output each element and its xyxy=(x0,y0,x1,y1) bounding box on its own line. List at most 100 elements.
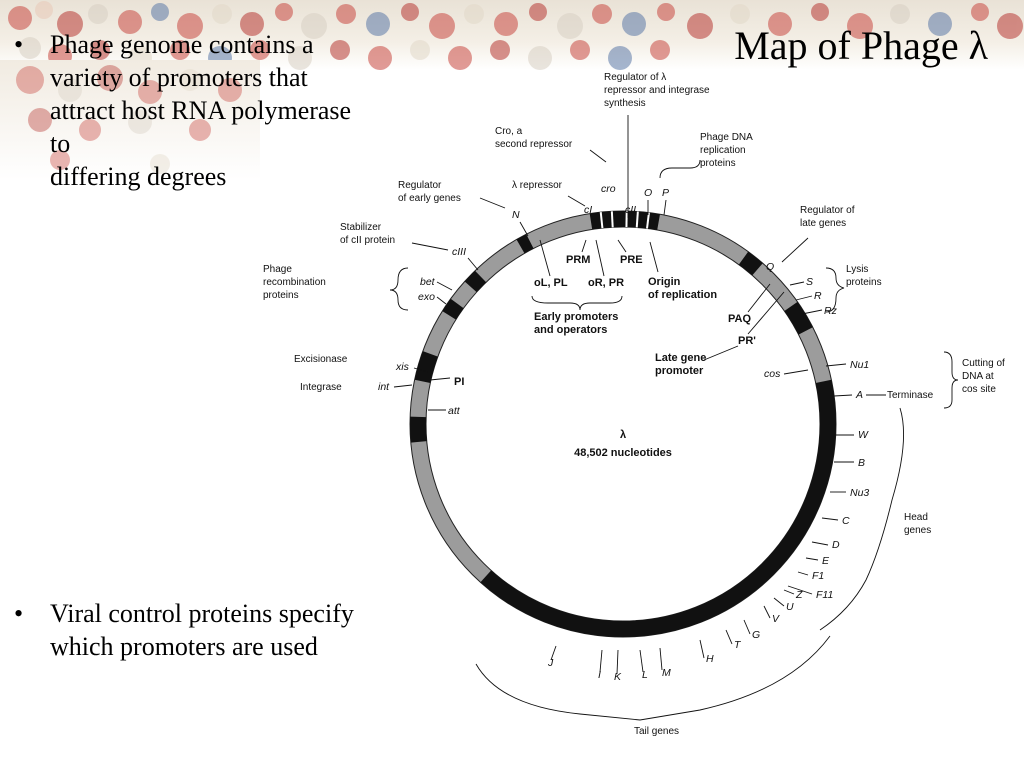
gene-R: R xyxy=(814,290,822,302)
gene-att: att xyxy=(448,405,461,417)
ring-segment-6 xyxy=(410,416,427,443)
slide-title: Map of Phage λ xyxy=(734,23,988,68)
ring-segment-3 xyxy=(480,379,836,637)
gene-cos: cos xyxy=(764,368,781,380)
gene-F11: F11 xyxy=(816,589,833,601)
gene-bet: bet xyxy=(420,276,436,288)
leader-U xyxy=(773,597,785,607)
promoter-PAQ: PAQ xyxy=(728,313,751,325)
gene-Q: Q xyxy=(766,261,774,273)
gene-K: K xyxy=(614,671,622,683)
leader-oRPR xyxy=(595,239,605,277)
bullet-point: • Phage genome contains a variety of pro… xyxy=(14,28,454,193)
molecule-pattern-corner xyxy=(16,65,242,174)
leader-H xyxy=(699,639,705,659)
brace-early-promoters xyxy=(531,295,623,311)
brace-head-genes xyxy=(819,407,904,631)
gene-exo: exo xyxy=(418,291,435,303)
brace-tail-genes xyxy=(475,635,831,721)
gene-B: B xyxy=(858,457,865,469)
leader-cIII xyxy=(467,257,479,271)
genome-ring xyxy=(409,210,837,638)
gene-cro: cro xyxy=(601,183,616,195)
leader-M xyxy=(659,647,663,671)
label-excisionase: Excisionase xyxy=(294,354,348,365)
leader-PAQ xyxy=(747,283,771,313)
brace-lysis xyxy=(825,267,845,313)
ring-segment-8 xyxy=(516,234,534,254)
ring-segment-4 xyxy=(442,298,464,320)
gene-V: V xyxy=(772,613,780,625)
promoter-PRM: PRM xyxy=(566,254,590,266)
leader-regulator-late xyxy=(781,237,809,263)
leader-F11 xyxy=(787,585,813,595)
gene-I: I xyxy=(598,669,601,681)
gene-Rz: Rz xyxy=(824,305,838,317)
gene-W: W xyxy=(858,429,869,441)
gene-N: N xyxy=(512,209,520,221)
leader-V xyxy=(763,605,771,619)
gene-Nu3: Nu3 xyxy=(850,487,869,499)
leader-oLPL xyxy=(539,239,551,277)
leader-cro xyxy=(589,149,607,163)
promoter-oL-PL: oL, PL xyxy=(534,277,568,289)
leader-cI xyxy=(567,195,586,207)
leader-stabilizer xyxy=(411,242,449,251)
bullet-point: • Viral control proteins specify which p… xyxy=(14,597,454,663)
leader-A xyxy=(833,394,853,397)
gene-A: A xyxy=(855,389,863,401)
decorative-corner xyxy=(0,60,260,180)
gene-S: S xyxy=(806,276,813,288)
promoter-PI: PI xyxy=(454,376,464,388)
leader-F1 xyxy=(797,571,809,576)
gene-L: L xyxy=(642,669,648,681)
gene-Z: Z xyxy=(795,589,803,601)
bullet-text: Phage genome contains a variety of promo… xyxy=(50,30,352,191)
ring-segment-2 xyxy=(784,301,813,335)
molecule-pattern xyxy=(8,1,1023,70)
brace-replication xyxy=(659,159,701,179)
label-terminase: Terminase xyxy=(887,390,934,401)
bullet-marker: • xyxy=(14,599,24,628)
leader-regulator-early xyxy=(479,197,506,209)
leader-I xyxy=(599,649,603,673)
leader-PI xyxy=(429,377,451,381)
leader-E xyxy=(805,557,819,561)
leader-int xyxy=(393,384,413,388)
leader-P xyxy=(663,199,667,216)
promoter-oR-PR: oR, PR xyxy=(588,277,624,289)
leader-G xyxy=(743,619,751,635)
leader-C xyxy=(821,517,839,521)
gene-T: T xyxy=(734,639,742,651)
ring-segment-5 xyxy=(414,351,438,384)
genome-size-label: 48,502 nucleotides xyxy=(574,447,672,459)
gene-H: H xyxy=(706,653,714,665)
gene-cIII: cIII xyxy=(452,246,466,258)
gene-E: E xyxy=(822,555,830,567)
leader-D xyxy=(811,541,829,546)
bullet-text: Viral control proteins specify which pro… xyxy=(50,599,354,661)
gene-O: O xyxy=(644,187,652,199)
leader-xis xyxy=(413,367,429,373)
gene-leader-lines xyxy=(389,115,959,721)
gene-C: C xyxy=(842,515,850,527)
ring-boundary-1 xyxy=(610,211,614,228)
brace-cutting xyxy=(943,351,959,409)
leader-Nu1 xyxy=(825,363,847,367)
label-lambda-repressor: λ repressor xyxy=(512,180,563,191)
gene-D: D xyxy=(832,539,840,551)
lambda-center-symbol: λ xyxy=(620,429,626,441)
leader-S xyxy=(789,281,805,286)
leader-J xyxy=(550,645,557,661)
